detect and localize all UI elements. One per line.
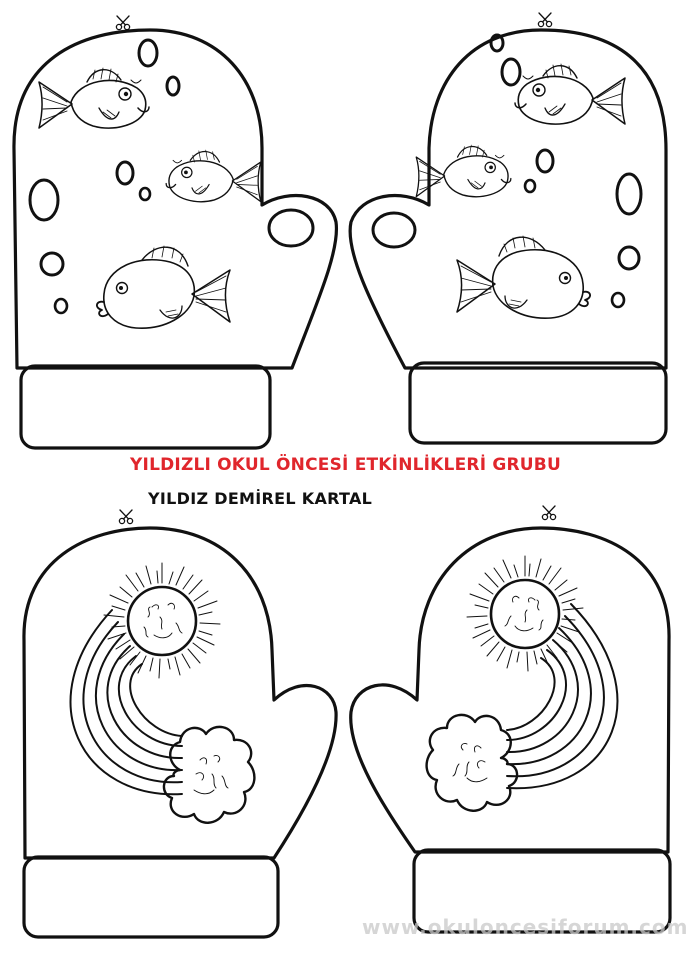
watermark: www.okuloncesiforum.com [362, 915, 689, 939]
mitten-bottom-right [349, 505, 672, 934]
cuff-label-box[interactable] [408, 361, 668, 445]
fish-icon [514, 63, 626, 125]
group-title: YILDIZLI OKUL ÖNCESİ ETKİNLİKLERİ GRUBU [130, 455, 561, 475]
rainbow-icon [69, 609, 183, 796]
bubble-icon [28, 38, 315, 315]
scissors-icon [118, 509, 134, 525]
fish-icon [38, 67, 150, 129]
sun-icon [102, 561, 222, 680]
mitten-outline [349, 526, 671, 854]
cuff-label-box[interactable] [412, 848, 672, 934]
mitten-bottom-left [22, 509, 338, 939]
cuff-label-box[interactable] [19, 364, 272, 450]
fish-icon [456, 235, 591, 320]
mitten-top-right [348, 12, 668, 445]
cloud-icon [425, 713, 519, 812]
mitten-top-left [12, 15, 339, 450]
rainbow-icon [506, 603, 619, 790]
bubble-icon [371, 33, 643, 309]
fish-icon [96, 245, 231, 330]
mitten-outline [12, 28, 339, 370]
fish-icon [165, 149, 262, 203]
mitten-outline [22, 526, 338, 860]
cloud-icon [162, 725, 256, 824]
scissors-icon [537, 12, 553, 28]
scissors-icon [115, 15, 131, 31]
cuff-label-box[interactable] [22, 855, 280, 939]
mitten-outline [348, 28, 668, 370]
scissors-icon [541, 505, 557, 521]
author-name: YILDIZ DEMİREL KARTAL [148, 489, 373, 508]
